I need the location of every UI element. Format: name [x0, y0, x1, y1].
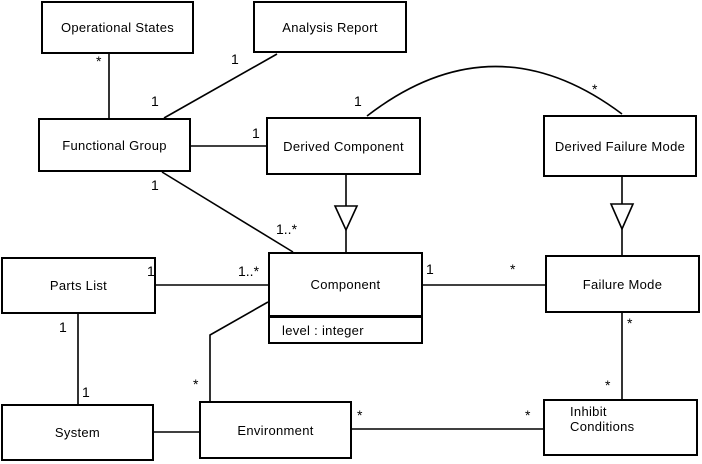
class-attribute-compartment: level : integer — [270, 315, 421, 342]
class-name-label: Derived Component — [283, 138, 404, 154]
multiplicity-label: 1..* — [276, 221, 298, 237]
class-name-label: Functional Group — [62, 137, 167, 153]
class-parts-list: Parts List — [1, 257, 156, 314]
class-name-label: Parts List — [49, 278, 108, 293]
multiplicity-label: 1 — [426, 261, 434, 277]
generalization-triangle-icon — [609, 203, 635, 231]
multiplicity-label: 1 — [147, 263, 155, 279]
class-name-label: Environment — [237, 422, 314, 438]
multiplicity-label: 1 — [252, 125, 260, 141]
class-name-label: Failure Mode — [582, 276, 663, 292]
assoc-component-environment — [209, 301, 269, 401]
class-failure-mode: Failure Mode — [545, 255, 700, 313]
multiplicity-label: * — [193, 376, 199, 392]
class-name-label: Operational States — [60, 20, 175, 35]
class-environment: Environment — [199, 401, 352, 459]
class-functional-group: Functional Group — [38, 118, 191, 172]
multiplicity-label: * — [357, 407, 363, 423]
class-attribute-label: level : integer — [282, 322, 364, 338]
class-name-label: Analysis Report — [282, 19, 378, 35]
multiplicity-label: 1 — [82, 384, 90, 400]
multiplicity-label: 1 — [151, 93, 159, 109]
multiplicity-label: 1 — [231, 51, 239, 67]
class-name-compartment: Component — [270, 254, 421, 315]
class-derived-failure-mode: Derived Failure Mode — [543, 115, 697, 177]
assoc-derived-component-derived-failure-mode — [366, 65, 623, 117]
multiplicity-label: 1..* — [238, 263, 260, 279]
class-name-label: System — [54, 425, 101, 440]
multiplicity-label: 1 — [151, 177, 159, 193]
multiplicity-label: * — [525, 407, 531, 423]
multiplicity-label: 1 — [59, 319, 67, 335]
multiplicity-label: * — [605, 377, 611, 393]
multiplicity-label: * — [510, 261, 516, 277]
class-name-label: Component — [310, 277, 381, 292]
class-component: Component level : integer — [268, 252, 423, 344]
assoc-functional-group-component — [161, 171, 294, 253]
multiplicity-label: * — [592, 81, 598, 97]
class-system: System — [1, 404, 154, 461]
class-name-label: Derived Failure Mode — [554, 138, 686, 154]
multiplicity-label: * — [96, 53, 102, 69]
class-derived-component: Derived Component — [266, 117, 421, 175]
assoc-analysis-report-functional-group — [163, 53, 278, 119]
multiplicity-label: 1 — [354, 93, 362, 109]
class-inhibit-conditions: Inhibit Conditions — [543, 399, 698, 456]
class-name-label: Inhibit Conditions — [570, 404, 635, 434]
generalization-triangle-icon — [333, 205, 359, 232]
class-analysis-report: Analysis Report — [253, 1, 407, 53]
class-operational-states: Operational States — [41, 1, 194, 54]
multiplicity-label: * — [627, 315, 633, 331]
